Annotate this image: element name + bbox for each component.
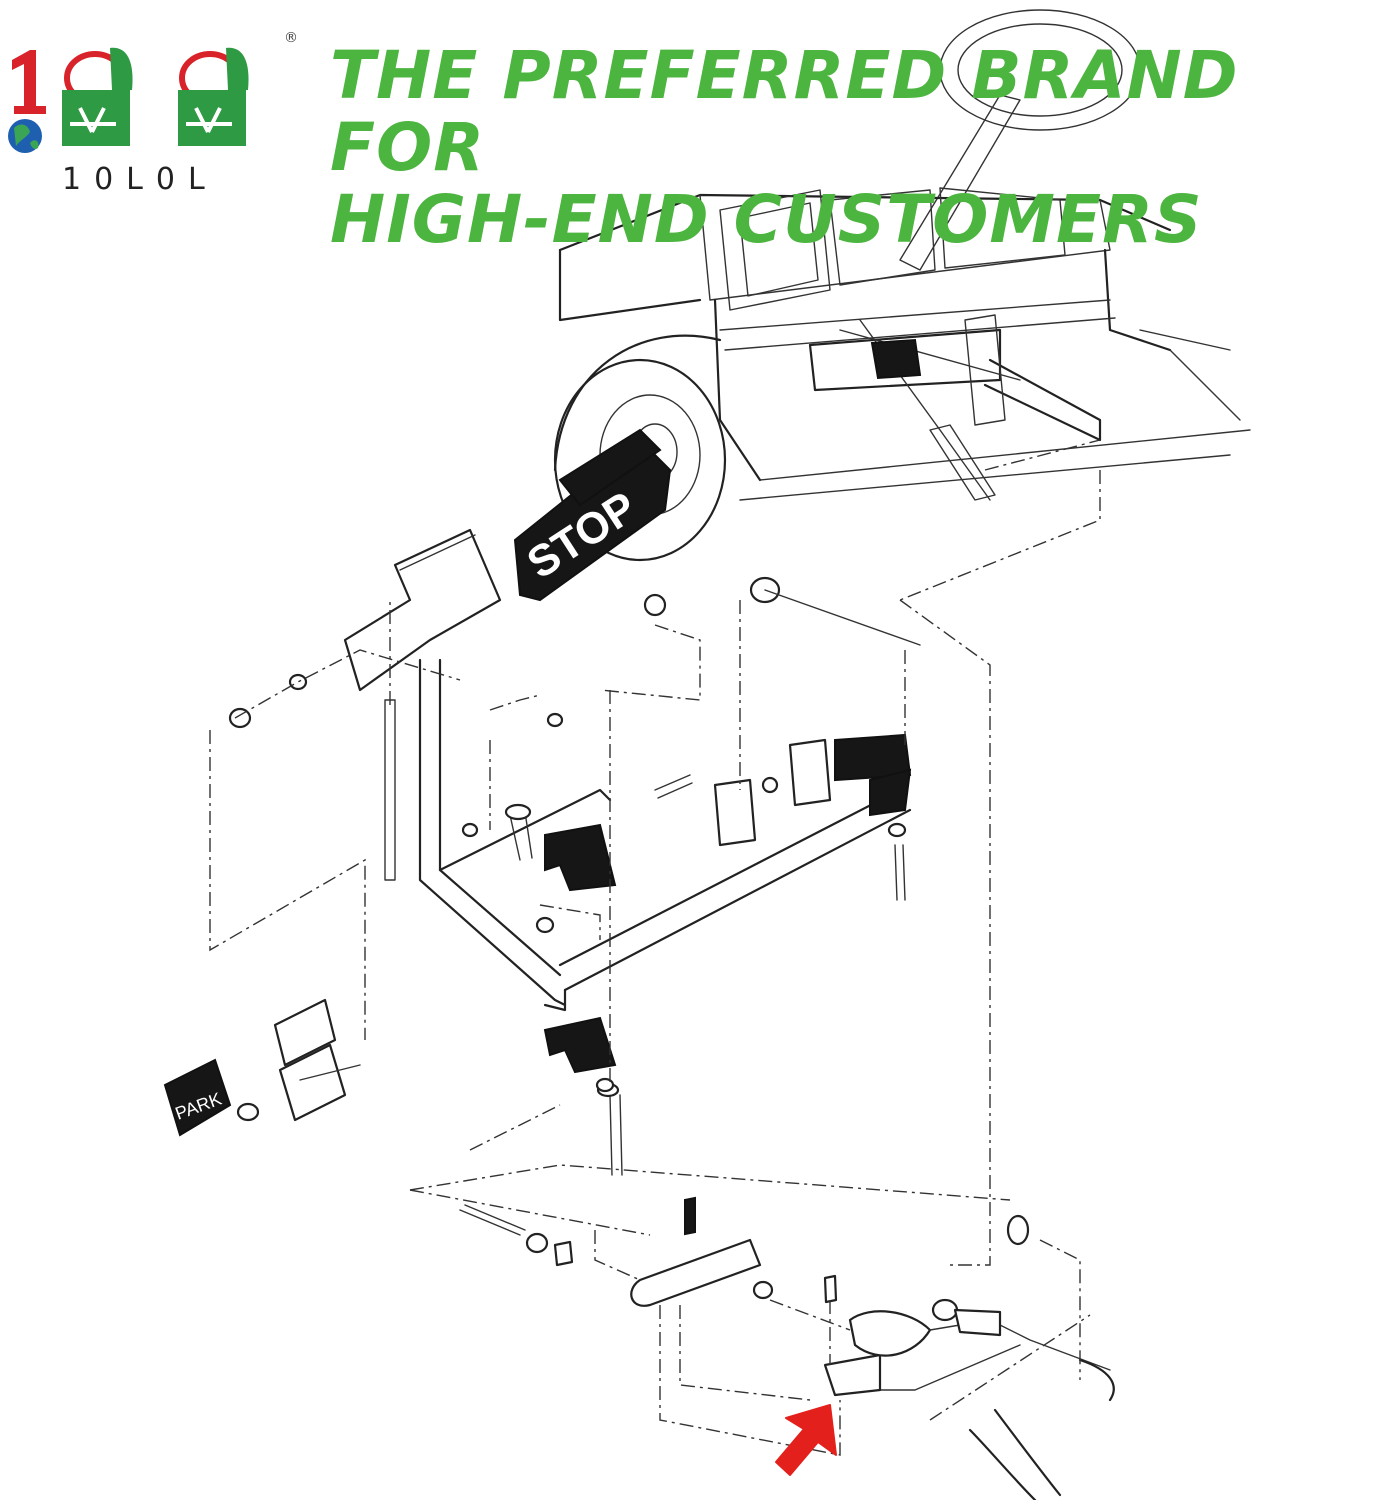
- lower-linkage: [459, 1196, 1115, 1500]
- headline-line-1: THE PREFERRED BRAND FOR: [330, 37, 1239, 186]
- pedal-assembly: STOP PARK: [163, 428, 921, 1176]
- headline-line-2: HIGH-END CUSTOMERS: [330, 181, 1203, 258]
- headline: THE PREFERRED BRAND FOR HIGH-END CUSTOME…: [330, 40, 1380, 256]
- red-arrow-icon: [775, 1404, 837, 1476]
- golf-cart-outline: [553, 9, 1251, 562]
- logo-wordmark: 10L0L: [62, 162, 218, 197]
- registered-mark: ®: [284, 30, 298, 46]
- leader-lines: [209, 470, 1101, 1456]
- brand-logo: [8, 47, 249, 153]
